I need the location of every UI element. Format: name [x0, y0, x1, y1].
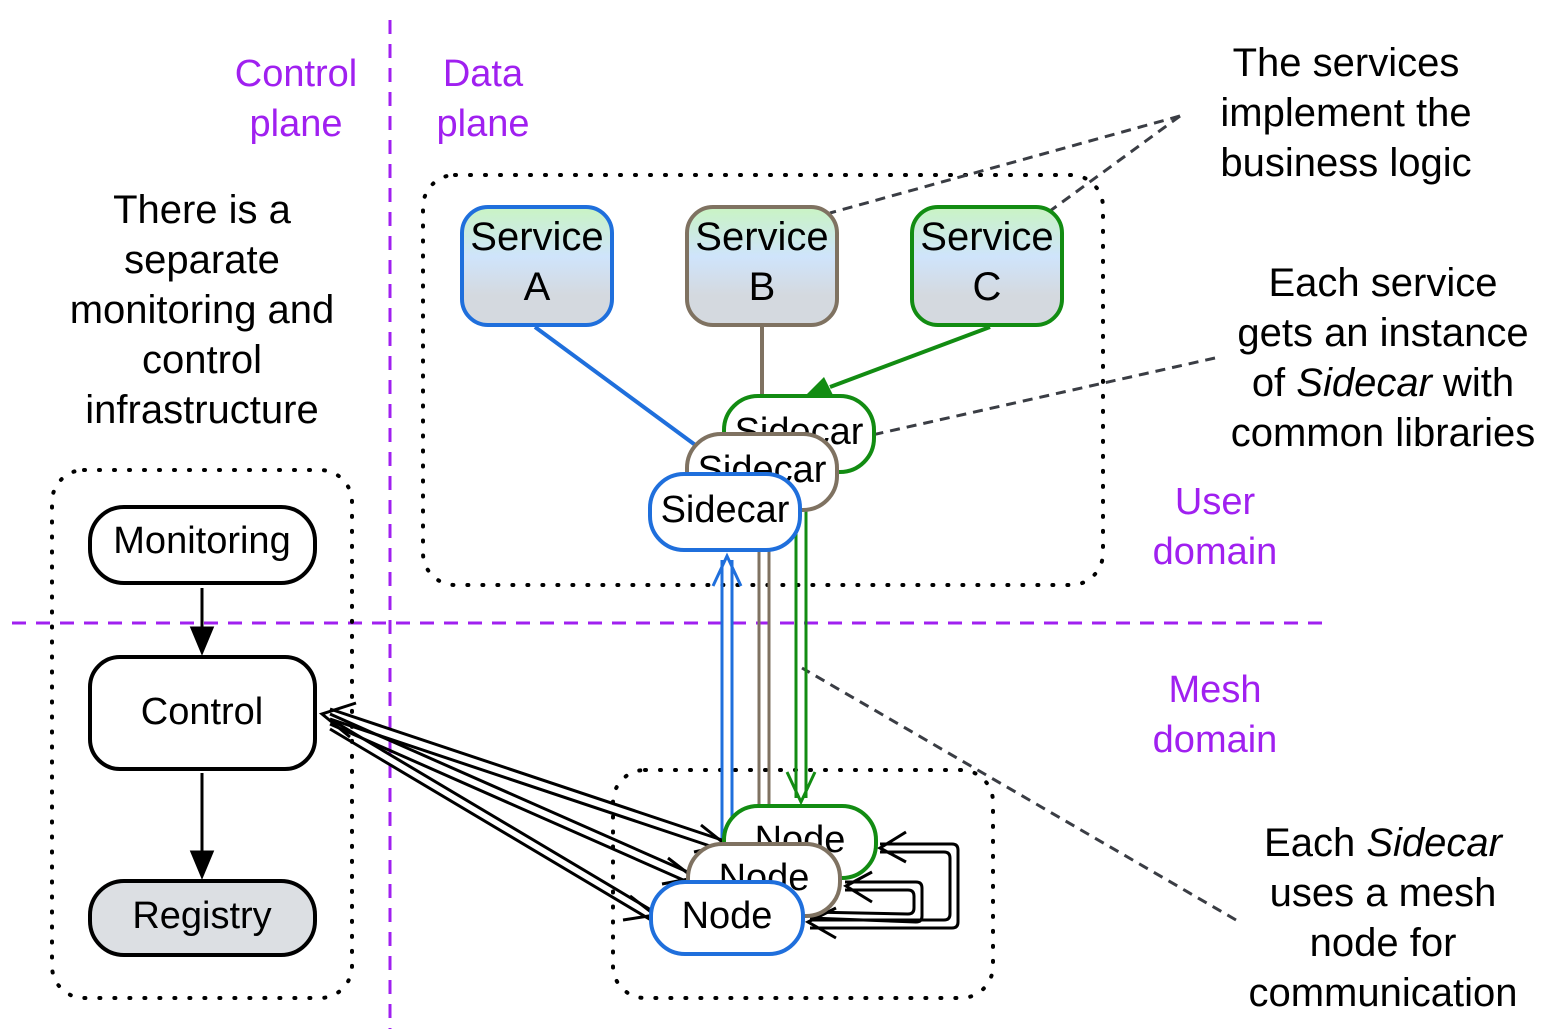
arrowhead-icon	[804, 377, 834, 397]
user-domain-label-2: domain	[1153, 531, 1278, 573]
svg-text:Each service: Each service	[1269, 261, 1498, 305]
svg-text:Service: Service	[920, 215, 1053, 259]
svg-text:Monitoring: Monitoring	[113, 520, 290, 562]
svg-text:Control: Control	[141, 691, 264, 733]
node-loops	[804, 830, 960, 940]
svg-text:monitoring and: monitoring and	[70, 288, 335, 332]
service-c[interactable]: Service C	[910, 205, 1064, 327]
svg-text:of Sidecar with: of Sidecar with	[1252, 361, 1514, 405]
open-arrowhead-icon	[876, 830, 907, 864]
open-arrowhead-icon	[842, 870, 873, 904]
svg-text:A: A	[524, 265, 551, 309]
mesh-domain-label-2: domain	[1153, 719, 1278, 761]
svg-text:Each Sidecar: Each Sidecar	[1264, 821, 1504, 865]
control-group	[50, 468, 354, 1000]
svg-text:business logic: business logic	[1220, 141, 1471, 185]
annotation-leaders	[801, 114, 1237, 922]
registry-node[interactable]: Registry	[88, 879, 317, 957]
control-links	[189, 588, 215, 880]
control-plane-label-2: plane	[250, 103, 343, 145]
svg-text:There is a: There is a	[113, 188, 292, 232]
svg-text:Service: Service	[470, 215, 603, 259]
control-infra-note: There is a separate monitoring and contr…	[70, 188, 335, 432]
data-plane-label-2: plane	[437, 103, 530, 145]
sidecar-a[interactable]: Sidecar	[648, 472, 802, 552]
svg-text:uses a mesh: uses a mesh	[1270, 871, 1497, 915]
data-plane-label-1: Data	[443, 53, 524, 95]
svg-text:communication: communication	[1248, 971, 1517, 1015]
mesh-domain-label-1: Mesh	[1169, 669, 1262, 711]
mesh-note: Each Sidecar uses a mesh node for commun…	[1248, 821, 1517, 1015]
svg-text:common libraries: common libraries	[1231, 411, 1536, 455]
arrowhead-icon	[189, 850, 215, 880]
svg-text:The services: The services	[1233, 41, 1460, 85]
open-arrowhead-icon	[711, 552, 743, 587]
svg-text:Node: Node	[682, 895, 773, 937]
svg-text:B: B	[749, 265, 776, 309]
svg-text:node for: node for	[1310, 921, 1457, 965]
svg-text:Sidecar: Sidecar	[661, 489, 790, 531]
services-note: The services implement the business logi…	[1220, 41, 1471, 185]
svg-text:infrastructure: infrastructure	[85, 388, 318, 432]
control-node[interactable]: Control	[88, 655, 317, 771]
svg-text:Registry: Registry	[132, 895, 271, 937]
svg-text:C: C	[973, 265, 1002, 309]
svg-text:Service: Service	[695, 215, 828, 259]
svg-text:implement the: implement the	[1220, 91, 1471, 135]
control-node-links	[318, 701, 730, 922]
sidecar-node-links	[711, 506, 817, 878]
open-arrowhead-icon	[318, 701, 357, 739]
control-plane-label-1: Control	[235, 53, 358, 95]
service-a[interactable]: Service A	[460, 205, 614, 327]
mesh-node-a[interactable]: Node	[649, 880, 805, 956]
svg-text:gets an instance: gets an instance	[1237, 311, 1528, 355]
user-domain-label-1: User	[1175, 481, 1256, 523]
service-b[interactable]: Service B	[685, 205, 839, 327]
user-domain-group	[421, 173, 1105, 587]
svg-text:separate: separate	[124, 238, 280, 282]
open-arrowhead-icon	[804, 906, 837, 940]
open-arrowhead-icon	[785, 771, 817, 806]
monitoring-node[interactable]: Monitoring	[88, 505, 317, 585]
svg-text:control: control	[142, 338, 262, 382]
arrowhead-icon	[189, 626, 215, 656]
mesh-group	[611, 768, 995, 1000]
sidecar-note: Each service gets an instance of Sidecar…	[1231, 261, 1536, 455]
